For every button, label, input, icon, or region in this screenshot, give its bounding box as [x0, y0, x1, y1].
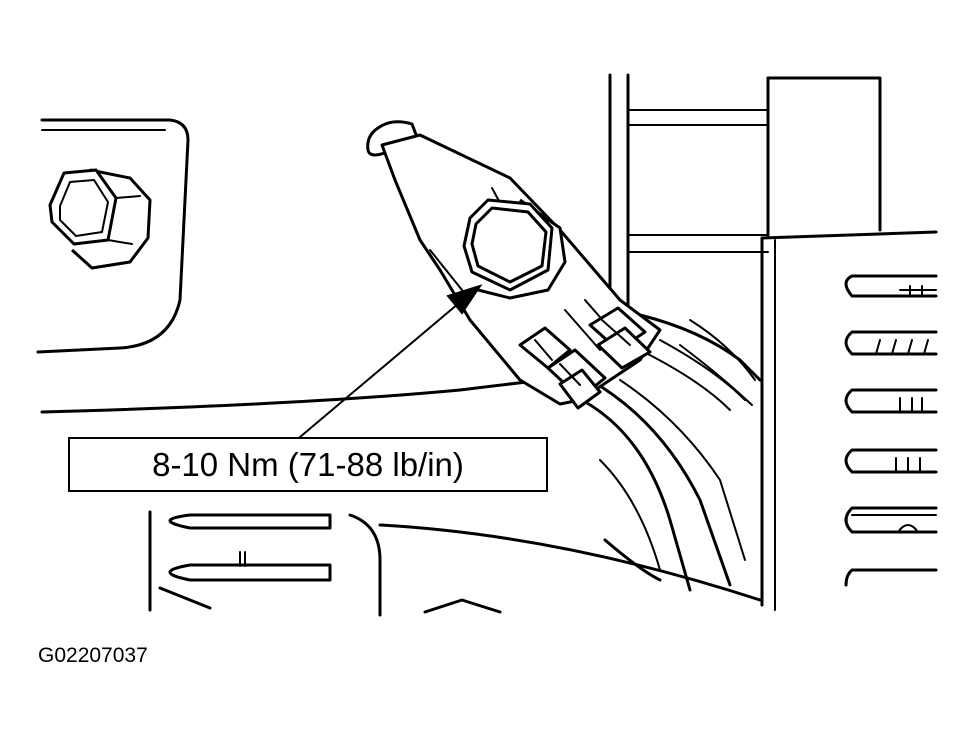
right-housing [608, 73, 938, 611]
torque-callout: 8-10 Nm (71-88 lb/in) [68, 437, 548, 492]
bottom-left-fins [148, 510, 762, 617]
center-hex-bolt [462, 198, 567, 300]
torque-spec-label: 8-10 Nm (71-88 lb/in) [152, 445, 464, 483]
leader-arrow [299, 284, 483, 438]
left-hex-bolt [48, 168, 152, 270]
housing-edge [40, 376, 572, 414]
arrowhead-icon [446, 284, 483, 315]
figure-id: G02207037 [38, 644, 148, 667]
left-bracket [36, 118, 190, 354]
right-vent-slots [844, 274, 938, 587]
wiring-harness [558, 339, 753, 592]
connector-plugs [518, 306, 652, 410]
